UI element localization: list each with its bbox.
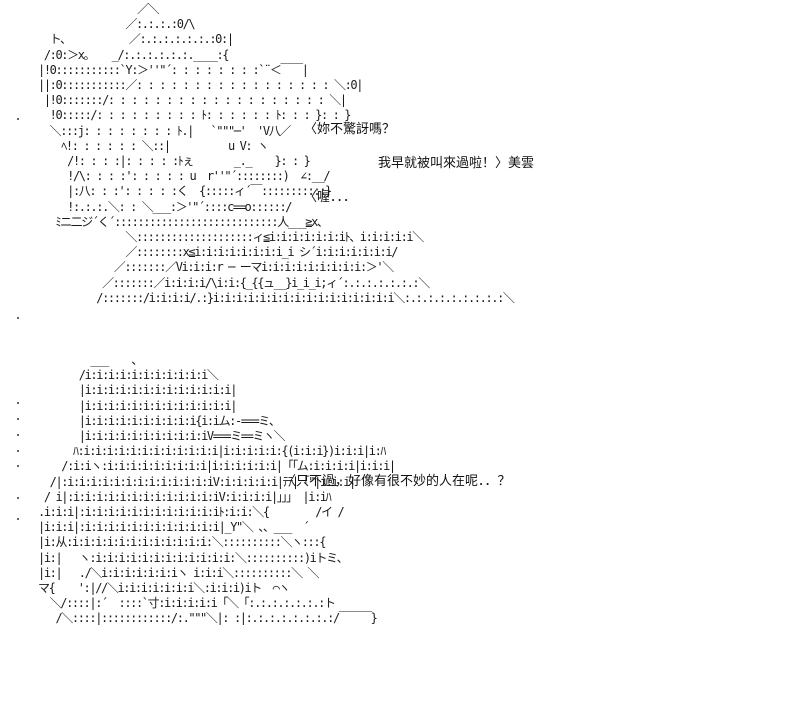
ascii-art-cat-girl-figure: ／＼ ／:.:.:.:0/\ ト、 ／:.:.:.:.:.:.:0:| /:0:… [38, 2, 515, 305]
margin-dot [17, 450, 19, 452]
margin-dot [17, 434, 19, 436]
dialogue-line-oh: 〈喔．．． [304, 190, 357, 205]
margin-dot [17, 317, 19, 319]
dialogue-line-reply-meiyun: 我早就被叫來過啦！〉美雲 [378, 156, 535, 171]
ascii-art-seated-figure: ___ 、 /i:i:i:i:i:i:i:i:i:i:i＼ |i:i:i:i:i… [38, 353, 396, 626]
margin-dot [17, 465, 19, 467]
margin-dot [17, 497, 19, 499]
dialogue-line-question: 〈妳不驚訝嗎？ [304, 122, 396, 137]
margin-dot [17, 402, 19, 404]
dialogue-line-warning: 〈只不過，好像有很不妙的人在呢．．？ [283, 474, 511, 489]
margin-dot [17, 518, 19, 520]
margin-dot [17, 418, 19, 420]
margin-dot [17, 118, 19, 120]
